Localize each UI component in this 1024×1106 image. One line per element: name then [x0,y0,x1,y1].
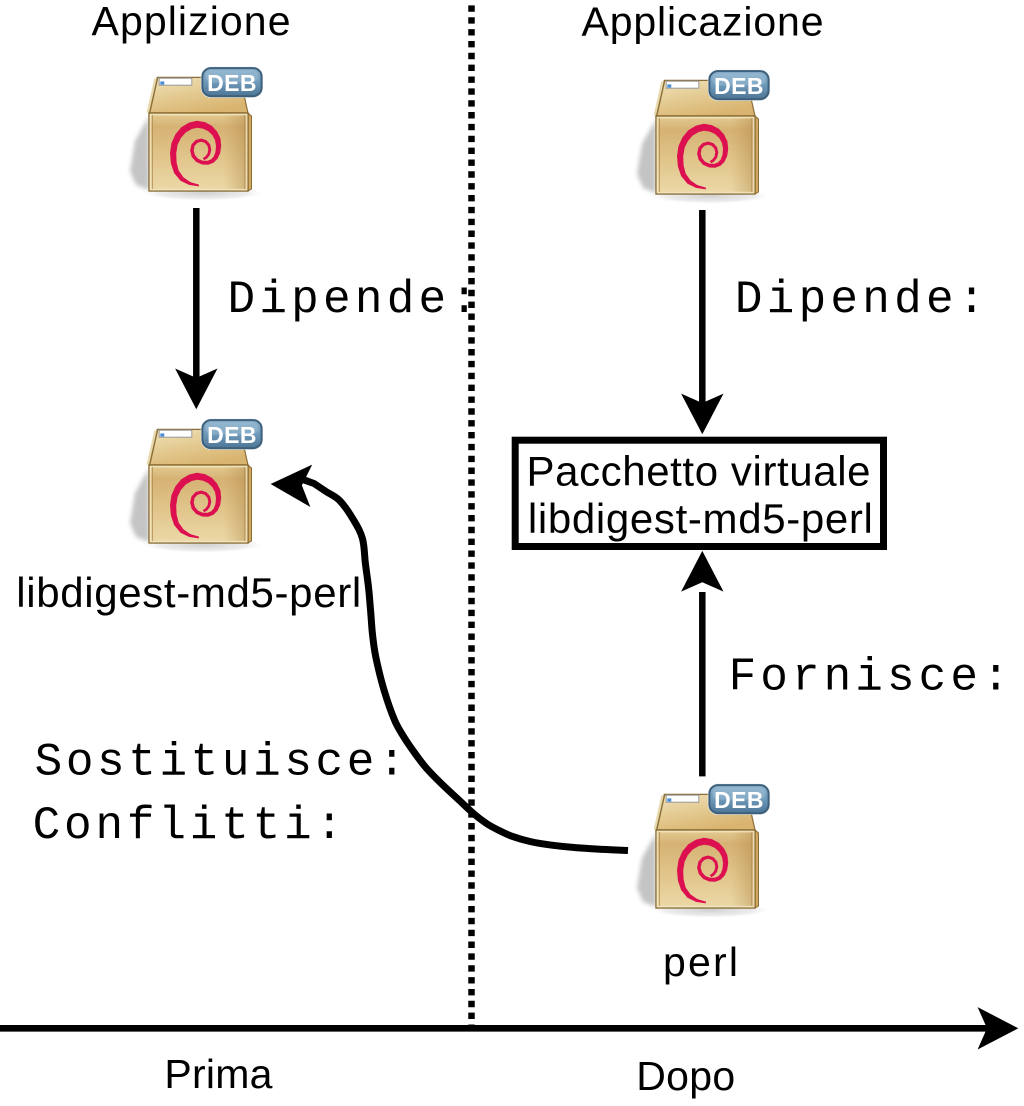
svg-text:Dopo: Dopo [636,1053,735,1099]
svg-text:Sostituisce:: Sostituisce: [35,737,406,789]
svg-text:Applicazione: Applicazione [582,0,824,45]
svg-text:libdigest-md5-perl: libdigest-md5-perl [16,569,361,616]
svg-text:Prima: Prima [164,1051,272,1097]
svg-text:Fornisce:: Fornisce: [729,652,1010,704]
svg-text:libdigest-md5-perl: libdigest-md5-perl [528,495,873,542]
svg-text:perl: perl [663,939,738,985]
svg-text:Applizione: Applizione [92,0,291,44]
svg-text:Dipende:: Dipende: [228,274,479,326]
svg-text:Dipende:: Dipende: [735,274,986,326]
svg-text:Conflitti:: Conflitti: [33,800,344,852]
svg-text:Pacchetto virtuale: Pacchetto virtuale [527,447,871,494]
